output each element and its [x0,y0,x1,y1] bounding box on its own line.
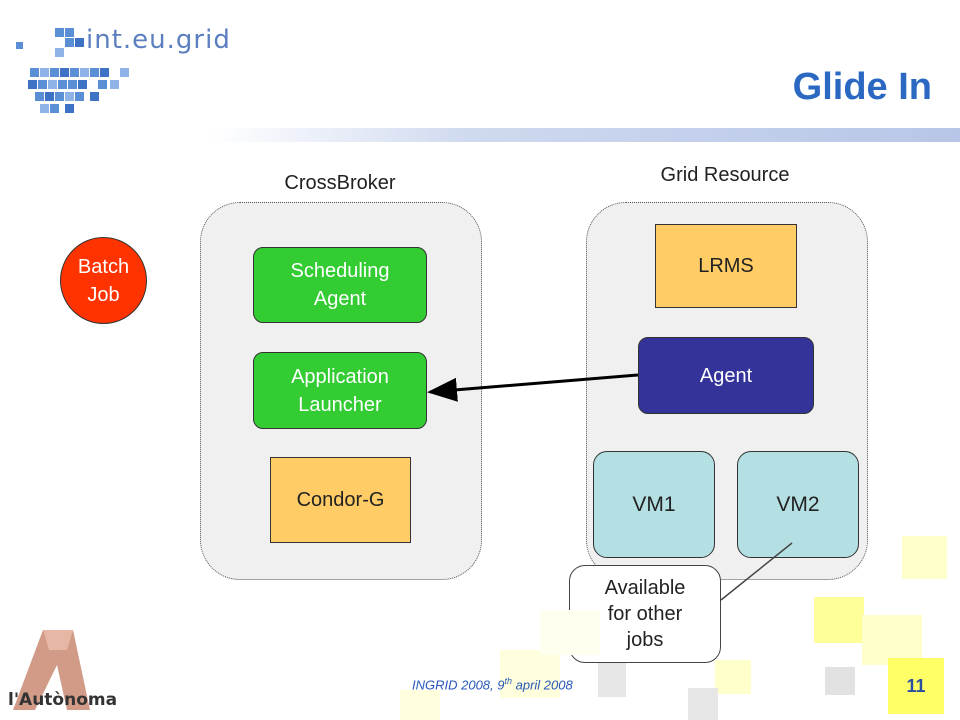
callout-pointer [720,542,793,601]
vm2-box: VM2 [737,451,859,558]
university-logo-icon [13,630,90,710]
vm1-box: VM1 [593,451,715,558]
deco-square [825,667,855,695]
deco-square [540,610,600,655]
deco-square [598,663,626,697]
agent-box: Agent [638,337,814,414]
deco-square [688,688,718,720]
int-eu-grid-logo [0,0,230,125]
deco-square [902,536,947,579]
footer-text: INGRID 2008, 9th april 2008 [412,676,573,692]
page-number: 11 [888,658,944,714]
deco-square [400,690,440,720]
grid-resource-label: Grid Resource [660,164,790,186]
application-launcher-box: Application Launcher [253,352,427,429]
deco-square [500,650,560,698]
deco-square [862,615,922,665]
crossbroker-label: CrossBroker [284,172,396,194]
footer-date: april 2008 [512,677,573,693]
deco-square [715,660,751,694]
header-divider [210,128,960,142]
footer-event: INGRID 2008, 9 [412,677,505,693]
footer-superscript: th [504,676,513,686]
lrms-box: LRMS [655,224,797,308]
deco-square [814,597,864,643]
university-name: l'Autònoma [8,690,118,710]
page-title: Glide In [792,66,932,108]
scheduling-agent-box: Scheduling Agent [253,247,427,323]
logo-text: int.eu.grid [86,25,231,55]
agent-to-launcher-arrow [427,373,639,402]
condor-g-box: Condor-G [270,457,411,543]
batch-job-node: Batch Job [60,237,147,324]
